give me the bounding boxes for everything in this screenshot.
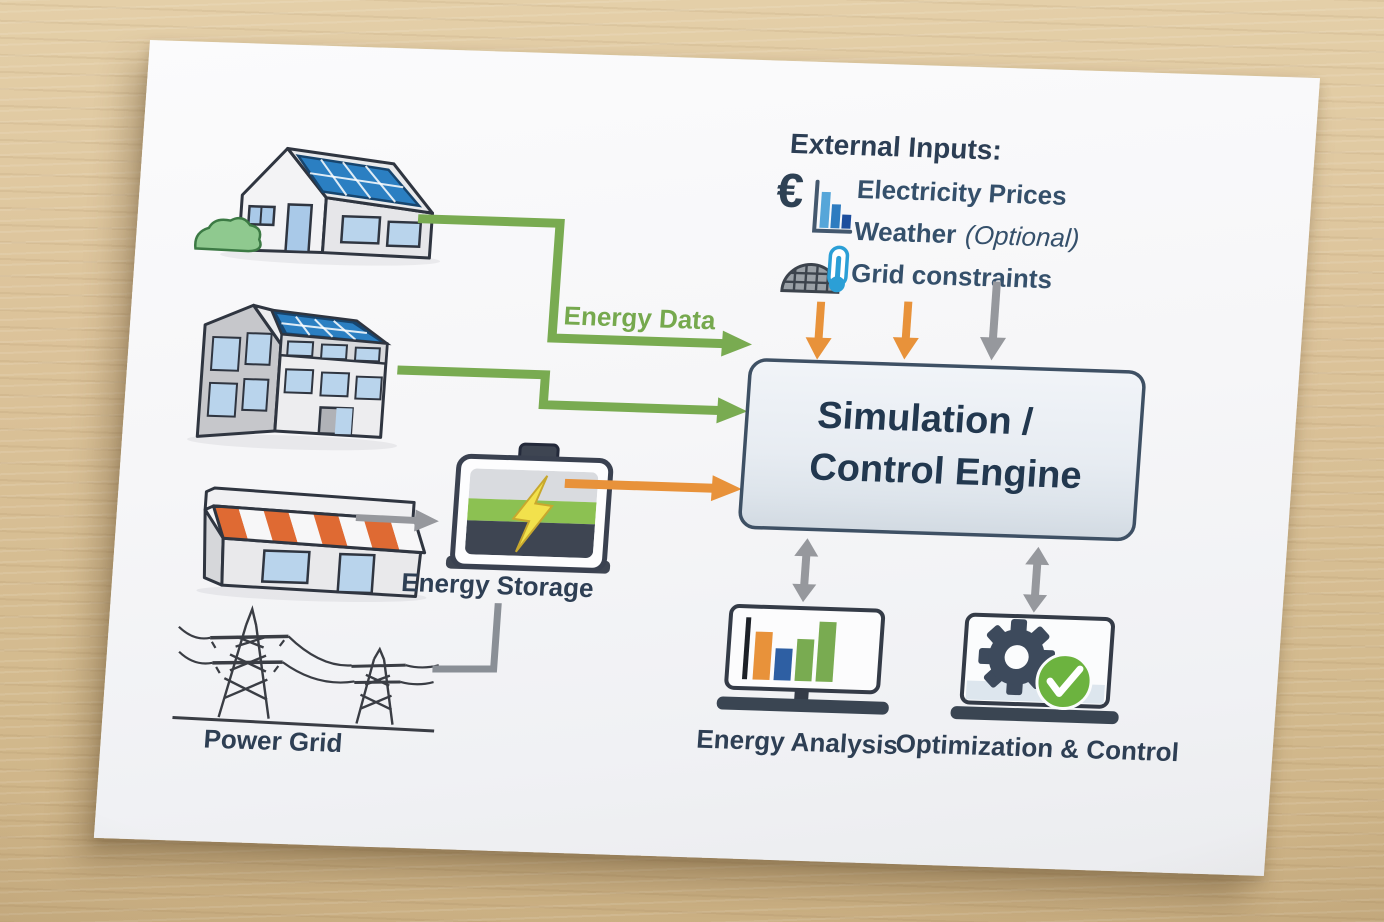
external-inputs: External Inputs: € Electricity Prices We…: [775, 128, 1081, 294]
building-arrowhead: [716, 397, 748, 424]
diagram-paper: Power Grid Energy Storage: [93, 40, 1321, 877]
energy-storage-label: Energy Storage: [400, 567, 594, 603]
shop-to-storage-arrow: [355, 514, 418, 525]
building-solar-grid: [281, 316, 368, 341]
shop-door: [336, 552, 376, 595]
power-grid-icon: [172, 605, 440, 733]
prices-down-arrow: [814, 301, 826, 340]
optimization-control-label: Optimization & Control: [895, 728, 1180, 767]
engine-optimization-link: [1030, 561, 1042, 598]
house-arrowhead: [721, 330, 752, 357]
input-arrows: [805, 281, 1007, 361]
grid-constraints-label: Grid constraints: [850, 258, 1053, 294]
output-arrows: [792, 538, 1050, 613]
energy-analysis-icon: [716, 604, 889, 715]
energy-data-label: Energy Data: [563, 300, 717, 335]
shop-arrowhead: [414, 509, 439, 532]
solar-building-icon: [187, 303, 398, 451]
engine-box: [738, 358, 1146, 542]
building-attic-windows: [286, 340, 381, 363]
energy-storage-icon: [445, 442, 614, 574]
bush-icon: [194, 216, 262, 253]
check-circle-icon: [1035, 653, 1093, 711]
price-chart-icon: [811, 179, 853, 234]
engine-title-line2: Control Engine: [808, 446, 1083, 497]
laptop-base: [950, 706, 1119, 725]
weather-label: Weather(Optional): [853, 216, 1080, 253]
building-door-glass: [334, 407, 353, 435]
storage-to-grid-connector: [432, 603, 502, 673]
analysis-bar-chart: [752, 621, 837, 683]
grid-dome-thermometer-icon: [780, 245, 850, 294]
house-window-1: [339, 214, 382, 245]
battery-to-engine-arrow: [564, 478, 715, 493]
building-ground-shadow: [187, 434, 398, 451]
gear-icon: [978, 619, 1056, 696]
electricity-prices-label: Electricity Prices: [856, 174, 1068, 211]
monitor-stand: [794, 689, 809, 701]
engine-title-line1: Simulation /: [816, 395, 1035, 444]
battery-arrowhead: [710, 475, 742, 502]
optimization-control-icon: [950, 612, 1119, 725]
building-side-windows: [206, 332, 273, 418]
house-energy-data-arrow: [417, 214, 725, 349]
energy-system-diagram: Power Grid Energy Storage: [172, 128, 1180, 767]
energy-analysis-label: Energy Analysis: [695, 724, 898, 760]
house-window-2: [385, 220, 423, 248]
house-door: [284, 203, 314, 254]
weather-down-arrow: [901, 301, 913, 340]
shop-window: [260, 549, 311, 585]
shop-icon: [196, 486, 427, 603]
simulation-control-engine: Simulation / Control Engine: [738, 358, 1146, 542]
solar-house-icon: [194, 146, 441, 266]
battery-levels: [464, 468, 599, 559]
engine-analysis-link: [800, 553, 811, 588]
monitor-base: [716, 696, 889, 715]
constraints-down-arrow: [988, 281, 1001, 340]
shop-awning: [211, 504, 427, 555]
lightning-bolt-icon: [511, 475, 555, 553]
power-grid-label: Power Grid: [203, 724, 344, 758]
external-inputs-heading: External Inputs:: [789, 128, 1003, 166]
flow-arrows: [355, 214, 752, 673]
euro-icon: €: [775, 164, 805, 218]
building-main-windows: [283, 368, 383, 401]
weather-optional-note: (Optional): [964, 220, 1080, 254]
building-energy-data-arrow: [397, 365, 720, 415]
house-solar-grid: [309, 158, 404, 203]
chart-axis: [741, 617, 752, 680]
